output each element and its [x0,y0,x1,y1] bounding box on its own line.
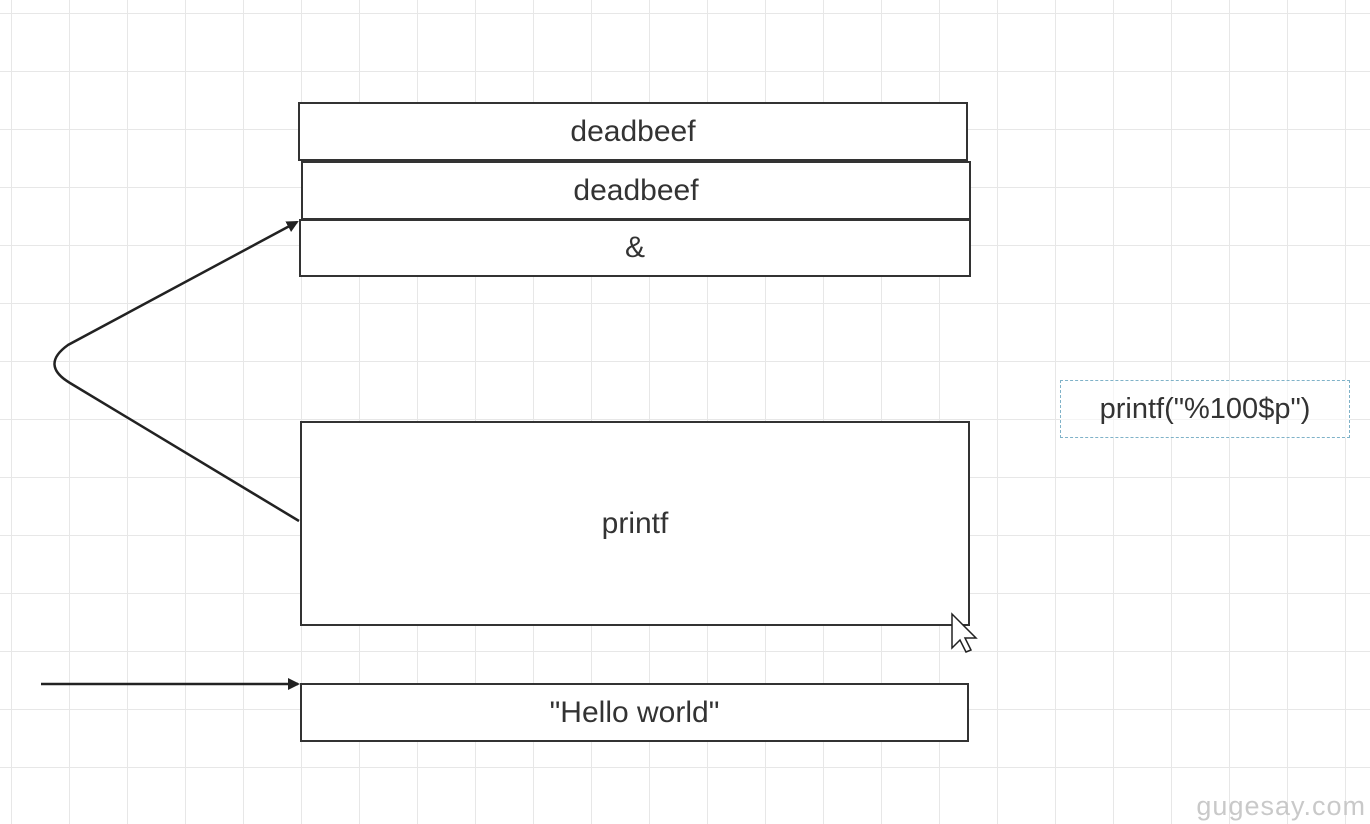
stack-block-hello-world[interactable]: "Hello world" [300,683,969,742]
watermark-label: gugesay.com [1196,791,1366,821]
format-string-annotation[interactable]: printf("%100$p") [1060,380,1350,438]
stack-block-address[interactable]: & [299,219,971,277]
block-label: & [624,231,645,264]
block-label: printf [601,506,669,540]
watermark: gugesay.com [1196,791,1366,822]
block-label: "Hello world" [549,695,720,729]
stack-block-deadbeef-second[interactable]: deadbeef [301,161,971,220]
annotation-label: printf("%100$p") [1099,392,1311,425]
stack-block-printf[interactable]: printf [300,421,970,626]
stack-block-deadbeef-top[interactable]: deadbeef [298,102,968,161]
pointer-arrow [53,220,300,523]
block-label: deadbeef [570,114,696,148]
block-label: deadbeef [573,173,699,207]
